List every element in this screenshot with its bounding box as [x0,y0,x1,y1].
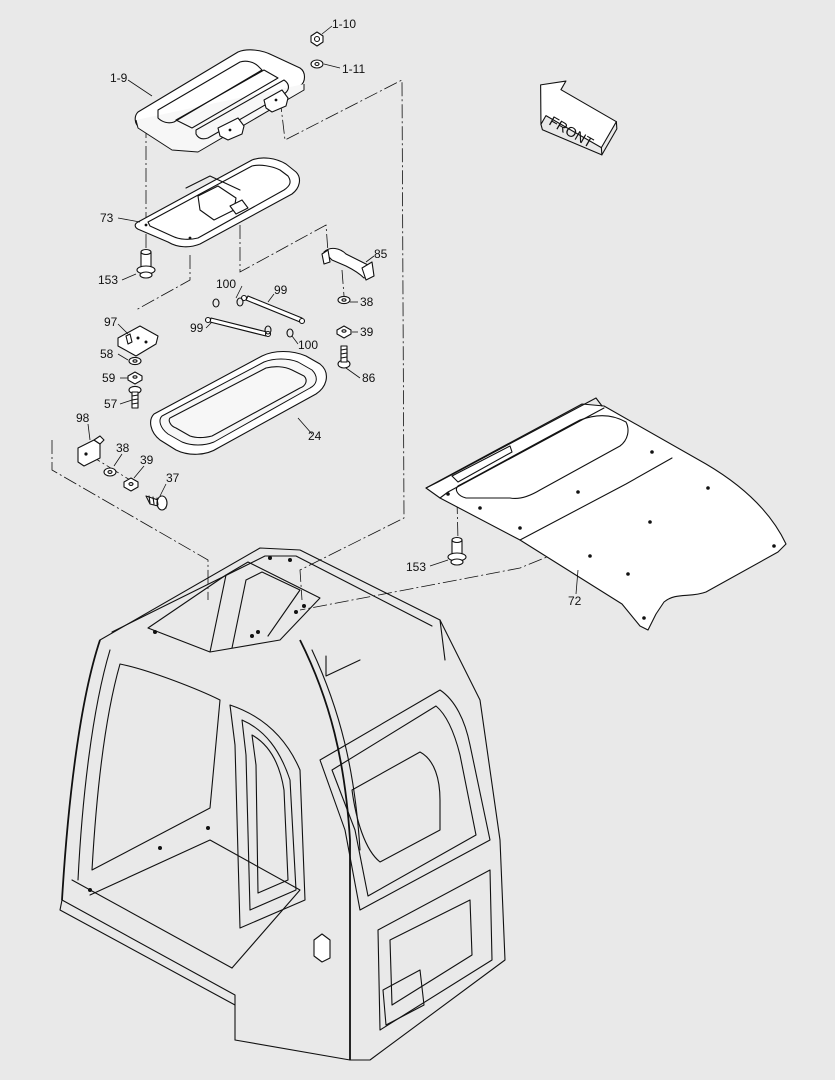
label-72: 72 [568,594,582,608]
part-bolt-57 [128,385,142,409]
label-100-lower: 100 [298,338,318,352]
label-59: 59 [102,371,116,385]
part-handle [321,247,375,281]
label-99-lower: 99 [190,321,204,335]
part-washer-59 [127,371,143,385]
label-58: 58 [100,347,114,361]
label-1-9: 1-9 [110,71,128,85]
part-clip-100-lower [264,325,294,338]
part-strut-99-upper [240,294,306,325]
part-clip-100-upper [212,297,244,308]
part-washer-39-upper [336,325,352,339]
label-100-upper: 100 [216,277,236,291]
label-38-upper: 38 [360,295,374,309]
label-24: 24 [308,429,322,443]
label-37: 37 [166,471,180,485]
label-153-lower: 153 [406,560,426,574]
part-washer-38-lower [103,467,117,477]
part-nut-1-10 [310,31,324,47]
part-hatch-cover [134,49,306,153]
part-washer-38-upper [337,295,351,305]
label-73: 73 [100,211,114,225]
front-direction-arrow-icon [540,80,618,156]
part-stud-153-upper [136,248,156,279]
part-seal-gasket [150,350,327,455]
part-number-labels: 1-10 1-11 1-9 73 153 85 100 99 97 99 100… [76,17,582,608]
part-bolt-86 [337,345,351,369]
cab-body [59,547,506,1061]
label-97: 97 [104,315,118,329]
label-1-11: 1-11 [342,62,365,76]
label-86: 86 [362,371,376,385]
label-85: 85 [374,247,388,261]
label-38-lower: 38 [116,441,130,455]
part-hatch-frame [134,157,301,248]
label-39-lower: 39 [140,453,154,467]
part-stud-153-lower [447,536,467,566]
part-washer-58 [128,356,142,366]
label-39-upper: 39 [360,325,374,339]
part-roof-cover-panel [425,397,787,631]
label-1-10: 1-10 [332,17,356,31]
label-98: 98 [76,411,90,425]
part-washer-39-lower [123,477,139,492]
part-washer-1-11 [310,59,324,69]
part-strut-99-lower [204,316,272,338]
label-153-upper: 153 [98,273,118,287]
leader-lines [87,25,579,595]
part-bolt-37 [145,495,168,511]
part-lock-bracket [77,435,105,467]
label-99-upper: 99 [274,283,288,297]
label-57: 57 [104,397,118,411]
